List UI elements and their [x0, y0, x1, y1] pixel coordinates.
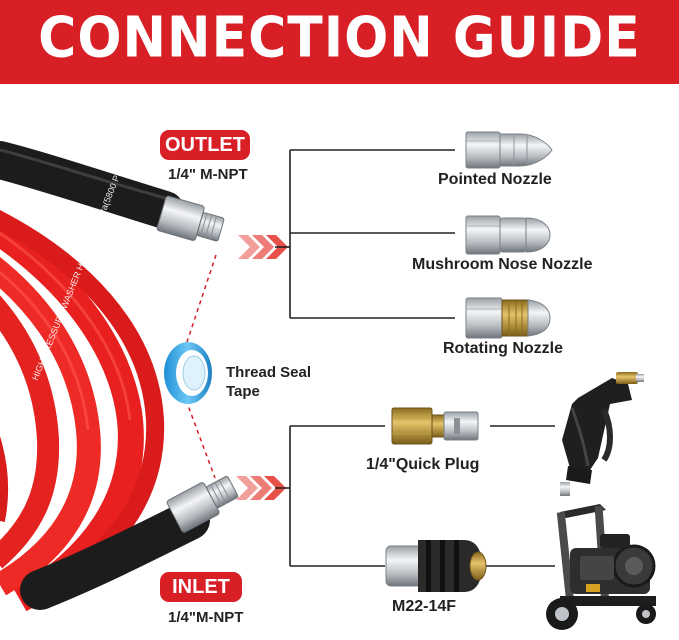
pressure-washer-icon: [546, 504, 656, 630]
outlet-badge: OUTLET: [160, 130, 250, 160]
mushroom-nose-nozzle-icon: [465, 215, 551, 255]
pointed-nozzle-icon: [465, 131, 553, 169]
inlet-thread-label: 1/4"M-NPT: [168, 609, 244, 626]
page-title: CONNECTION GUIDE: [38, 5, 641, 71]
inlet-hose-end: [20, 475, 239, 610]
inlet-badge: INLET: [160, 572, 242, 602]
rotating-nozzle-icon: [465, 297, 551, 339]
pointed-nozzle-label: Pointed Nozzle: [438, 171, 552, 188]
m22-coupler-label: M22-14F: [392, 598, 457, 615]
thread-seal-tape-icon: [164, 342, 212, 404]
thread-seal-tape-label-line2: Tape: [226, 383, 260, 400]
m22-coupler-icon: [385, 540, 487, 592]
dashed-guide-lines: [185, 254, 217, 479]
rotating-nozzle-label: Rotating Nozzle: [443, 340, 563, 357]
outlet-thread-label: 1/4" M-NPT: [168, 166, 248, 183]
quick-plug-icon: [391, 407, 479, 445]
header-banner: CONNECTION GUIDE: [0, 0, 679, 84]
spray-gun-icon: [560, 372, 644, 496]
quick-plug-label: 1/4"Quick Plug: [366, 456, 480, 473]
outlet-bracket: [275, 149, 455, 319]
thread-seal-tape-label-line1: Thread Seal: [226, 364, 312, 381]
outlet-hose-end: [0, 141, 225, 242]
inlet-bracket: [275, 425, 555, 567]
mushroom-nose-nozzle-label: Mushroom Nose Nozzle: [412, 256, 593, 273]
